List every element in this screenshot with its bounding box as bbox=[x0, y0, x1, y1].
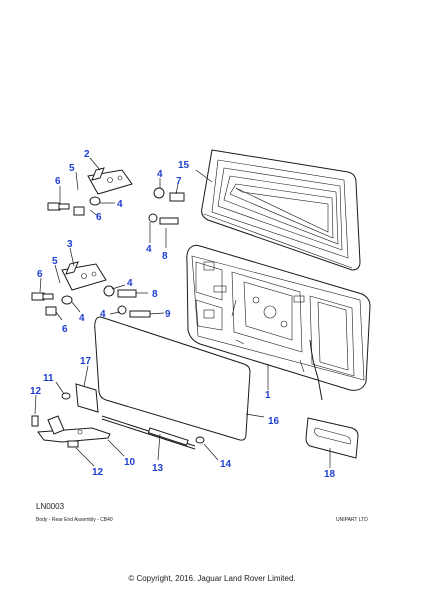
callout-11: 11 bbox=[43, 373, 54, 384]
footer-section-label: Body - Rear End Assembly - CB40 bbox=[36, 517, 113, 523]
bracket-plate bbox=[75, 383, 99, 413]
callout-4e: 4 bbox=[79, 313, 85, 324]
bolts-and-washers bbox=[31, 187, 205, 448]
gas-strut bbox=[101, 415, 196, 450]
callout-3: 3 bbox=[67, 239, 73, 250]
callout-4a: 4 bbox=[157, 169, 163, 180]
callout-12b: 12 bbox=[92, 467, 104, 478]
callout-6b: 6 bbox=[96, 212, 102, 223]
tailgate-door bbox=[186, 244, 371, 401]
callout-4b: 4 bbox=[117, 199, 123, 210]
callout-5a: 5 bbox=[69, 163, 75, 174]
footer-publisher: UNIPART LTD bbox=[336, 517, 368, 523]
callout-13: 13 bbox=[152, 463, 164, 474]
callout-12a: 12 bbox=[30, 386, 42, 397]
callout-4d: 4 bbox=[127, 278, 133, 289]
diagram-reference-code: LN0003 bbox=[36, 502, 65, 511]
leader-lines bbox=[34, 157, 331, 468]
callout-14: 14 bbox=[220, 459, 232, 470]
callout-6d: 6 bbox=[62, 324, 68, 335]
callout-17: 17 bbox=[80, 356, 92, 367]
callout-7: 7 bbox=[176, 176, 182, 187]
handle-trim bbox=[305, 417, 359, 459]
callout-4c: 4 bbox=[146, 244, 152, 255]
callout-1: 1 bbox=[265, 390, 271, 401]
door-seal-panel bbox=[94, 316, 251, 441]
callout-6c: 6 bbox=[37, 269, 43, 280]
callout-numbers: 1 2 3 4 4 4 4 4 4 5 5 6 6 6 6 7 8 8 9 10… bbox=[30, 149, 336, 480]
callout-5b: 5 bbox=[52, 256, 58, 267]
callout-4f: 4 bbox=[100, 309, 106, 320]
striker-bracket bbox=[37, 415, 111, 443]
callout-8a: 8 bbox=[162, 251, 168, 262]
callout-18: 18 bbox=[324, 469, 336, 480]
upper-hinge bbox=[87, 167, 133, 195]
rear-window-glass bbox=[201, 149, 361, 271]
lower-hinge bbox=[61, 261, 107, 291]
callout-15: 15 bbox=[178, 160, 190, 171]
callout-6a: 6 bbox=[55, 176, 61, 187]
callout-16: 16 bbox=[268, 416, 280, 427]
callout-10: 10 bbox=[124, 457, 136, 468]
callout-9: 9 bbox=[165, 309, 171, 320]
callout-8b: 8 bbox=[152, 289, 158, 300]
callout-2: 2 bbox=[84, 149, 90, 160]
copyright-notice: © Copyright, 2016. Jaguar Land Rover Lim… bbox=[128, 574, 296, 583]
